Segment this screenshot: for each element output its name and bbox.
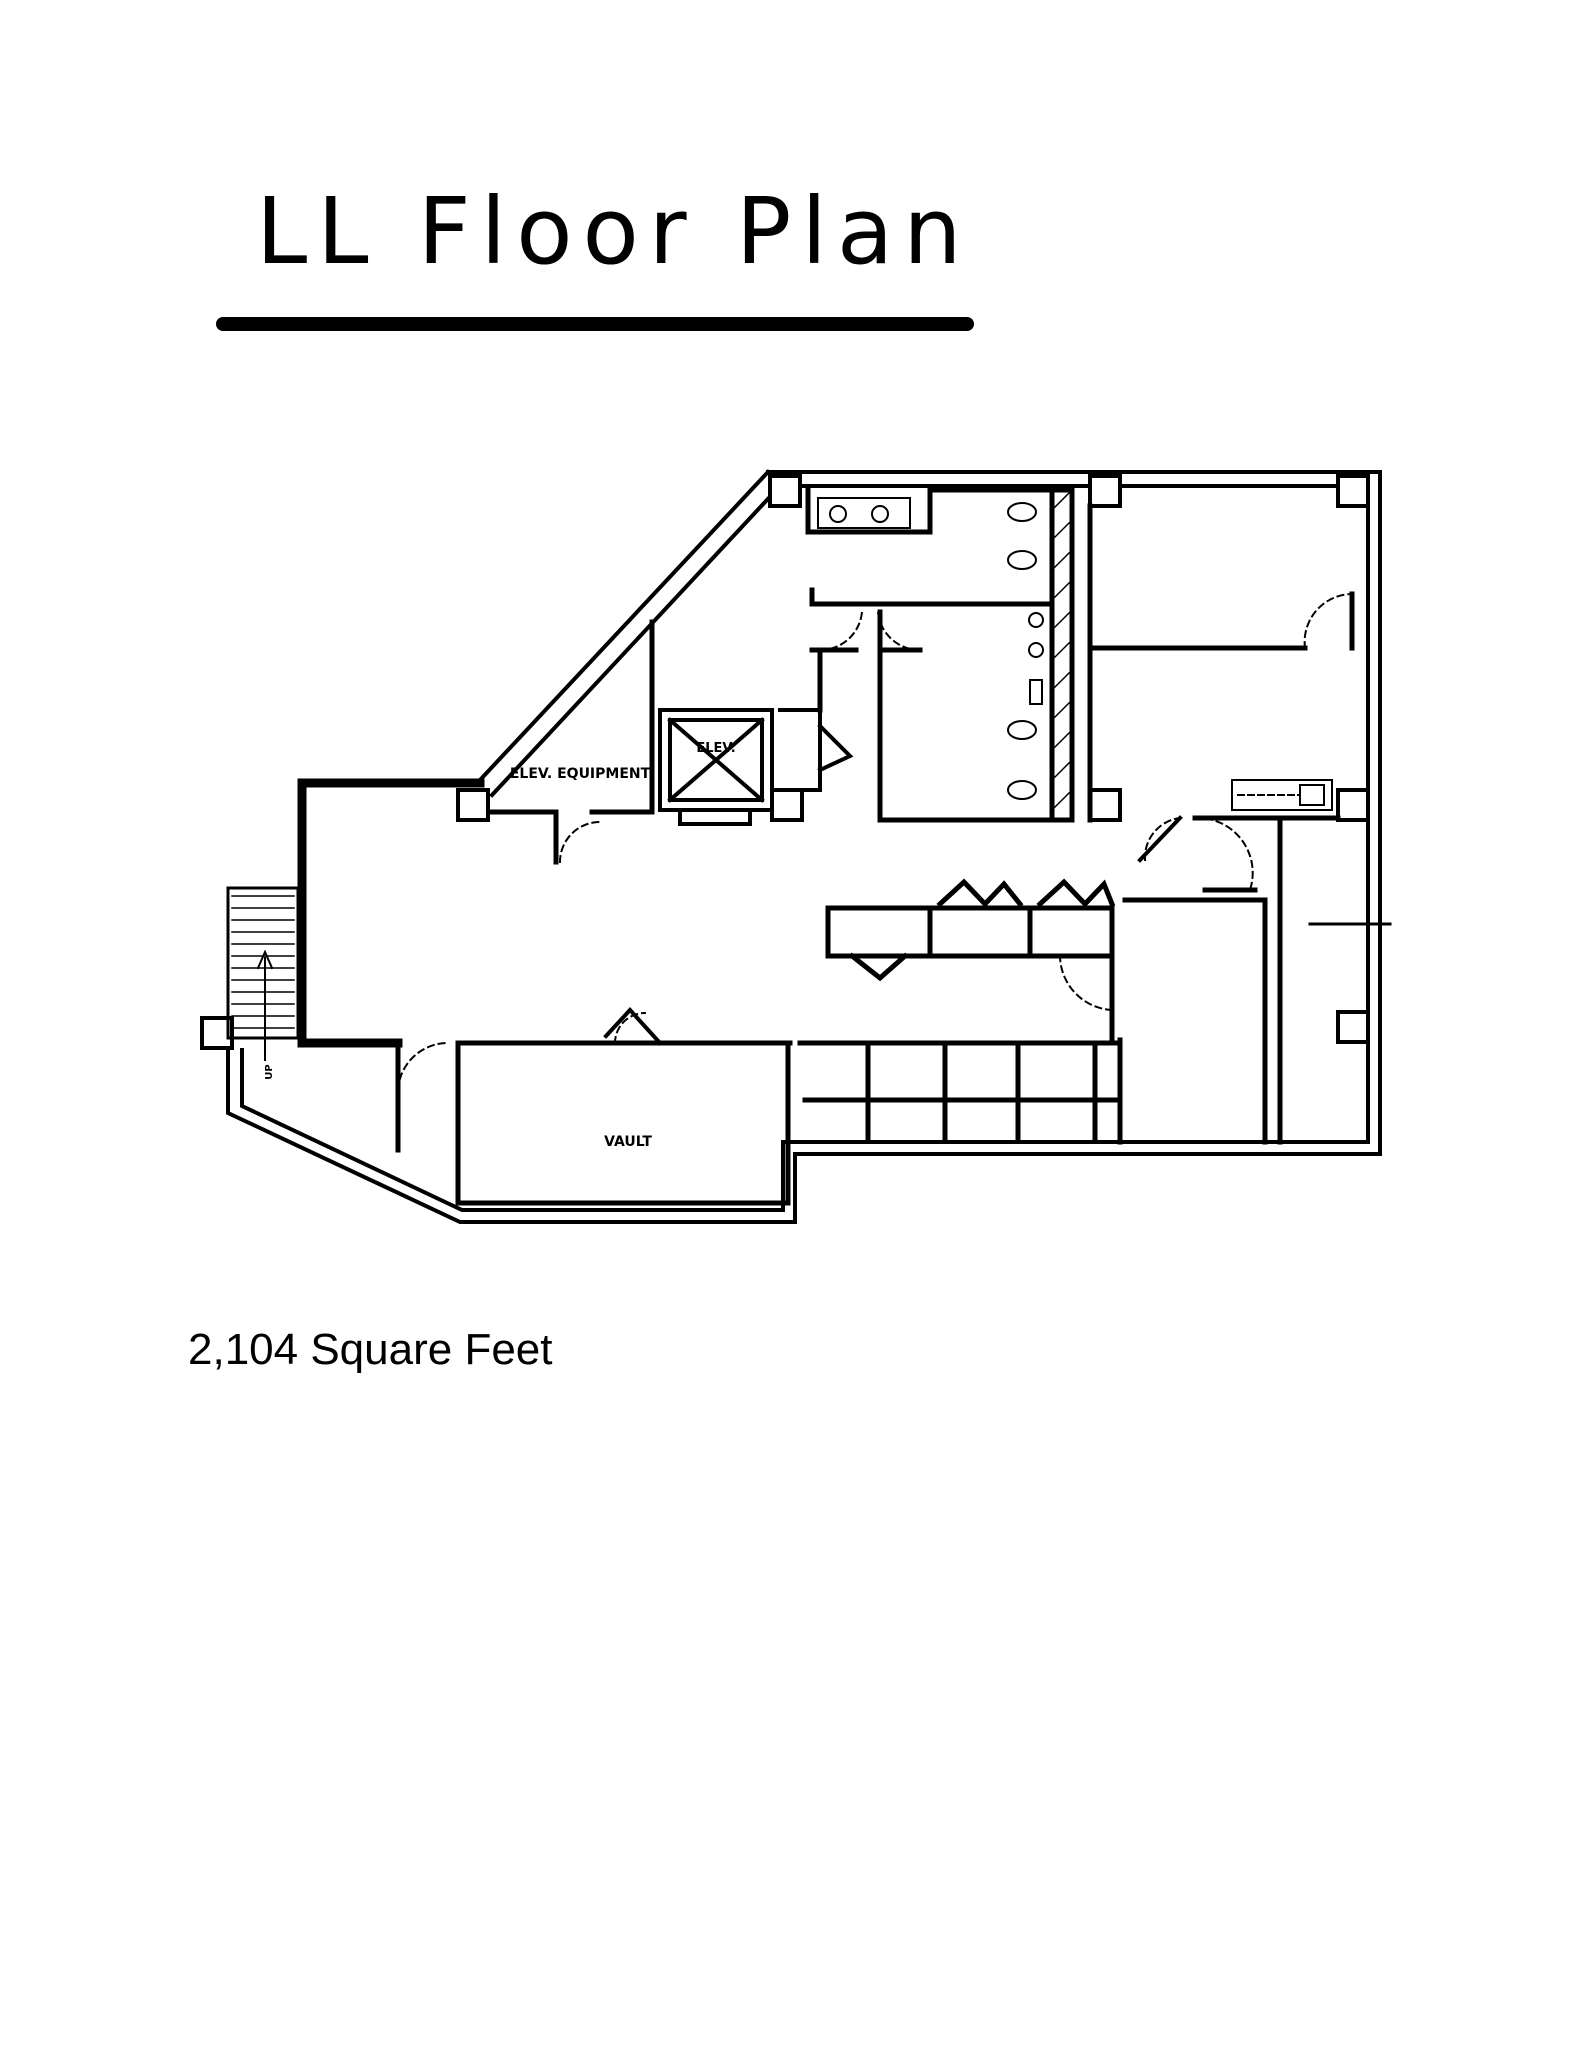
- chase-hatching: [1050, 488, 1074, 812]
- door-swing: [613, 1011, 647, 1045]
- exterior-wall: [226, 469, 1382, 1224]
- interior-walls: [395, 487, 1355, 1206]
- elevator-shaft: [658, 708, 774, 826]
- door-swings: [396, 592, 1354, 1092]
- page-title: LL Floor Plan: [256, 178, 972, 285]
- west-wall: [297, 778, 485, 1048]
- door-swing: [818, 610, 864, 652]
- door-swing: [1303, 592, 1354, 650]
- column: [770, 788, 804, 822]
- column: [1088, 788, 1122, 822]
- vault-label: VAULT: [604, 1134, 652, 1150]
- column: [1088, 474, 1122, 508]
- vault-room: [455, 1040, 791, 1206]
- elevator-equipment-label: ELEV. EQUIPMENT: [510, 766, 651, 782]
- door-swing: [558, 820, 602, 864]
- door-swing: [876, 610, 922, 652]
- door-swing: [396, 1041, 450, 1092]
- door-swing: [1058, 954, 1114, 1012]
- closet: [778, 708, 854, 792]
- stair-label: UP: [264, 1064, 275, 1079]
- title-underline: [216, 317, 974, 331]
- vault-door: [603, 1007, 663, 1046]
- column: [768, 474, 802, 508]
- column: [456, 788, 490, 822]
- column: [1336, 788, 1370, 822]
- square-footage: 2,104 Square Feet: [188, 1325, 553, 1374]
- column: [1336, 1010, 1370, 1044]
- stairs: [226, 886, 300, 1061]
- reception-counter: [825, 878, 1116, 1046]
- door-leaf: [1137, 815, 1183, 863]
- door-swing: [1193, 816, 1254, 892]
- structural-columns: [200, 474, 1370, 1050]
- elevator-label: ELEV.: [696, 741, 735, 756]
- column: [1336, 474, 1370, 508]
- restroom-fixtures: [817, 497, 1333, 811]
- pipe-chase: [1049, 487, 1075, 823]
